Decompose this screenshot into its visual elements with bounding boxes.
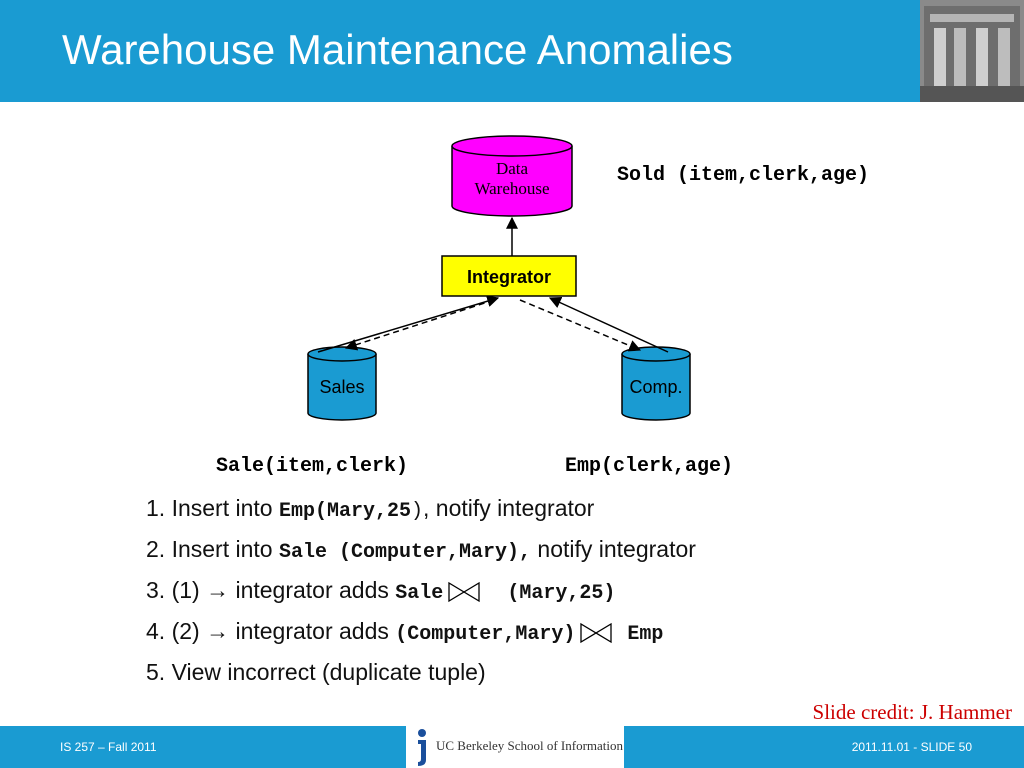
slide-credit: Slide credit: J. Hammer (812, 700, 1012, 724)
natural-join-icon (580, 622, 612, 644)
step-4: 4. (2) → integrator adds (Computer,Mary)… (146, 618, 664, 646)
slide-footer: IS 257 – Fall 2011 UC Berkeley School of… (0, 726, 1024, 768)
comp-update-arrow (548, 297, 669, 353)
sale-schema: Sale(item,clerk) (216, 455, 409, 478)
sales-query-arrow (344, 299, 495, 351)
natural-join-icon (448, 581, 480, 603)
step-2: 2. Insert into Sale (Computer,Mary), not… (146, 536, 696, 564)
integrator-box: Integrator (441, 255, 577, 297)
warehouse-label-line1: Data (496, 159, 529, 178)
slide-title: Warehouse Maintenance Anomalies (62, 26, 733, 73)
sales-cylinder: Sales (307, 346, 377, 421)
slide-number: 2011.11.01 - SLIDE 50 (851, 740, 972, 754)
comp-cylinder: Comp. (621, 346, 691, 421)
emp-schema: Emp(clerk,age) (565, 455, 734, 478)
ischool-logo-icon (418, 729, 426, 766)
comp-query-arrow (519, 299, 642, 352)
anomaly-steps: 1. Insert into Emp(Mary,25), notify inte… (146, 488, 906, 693)
step-1: 1. Insert into Emp(Mary,25), notify inte… (146, 495, 595, 523)
sales-label: Sales (319, 377, 364, 397)
course-label: IS 257 – Fall 2011 (60, 740, 157, 754)
integrator-label: Integrator (467, 267, 551, 287)
step-2-code: Sale (Computer,Mary), (278, 541, 532, 564)
slide-header: Warehouse Maintenance Anomalies (0, 0, 1024, 102)
step-3: 3. (1) → integrator adds Sale(Mary,25) (146, 577, 616, 605)
step-1-code: Emp(Mary,25 (278, 500, 411, 523)
sales-update-arrow (317, 295, 500, 353)
comp-label: Comp. (629, 377, 682, 397)
integration-diagram: Data Warehouse Integrator Sales Comp. (307, 135, 691, 421)
sold-schema: Sold (item,clerk,age) (617, 164, 870, 187)
berkeley-logo: UC Berkeley School of Information (406, 726, 624, 768)
building-photo (920, 0, 1024, 102)
data-warehouse-cylinder: Data Warehouse (451, 135, 573, 217)
warehouse-label-line2: Warehouse (474, 179, 549, 198)
step-5: 5. View incorrect (duplicate tuple) (146, 659, 486, 685)
